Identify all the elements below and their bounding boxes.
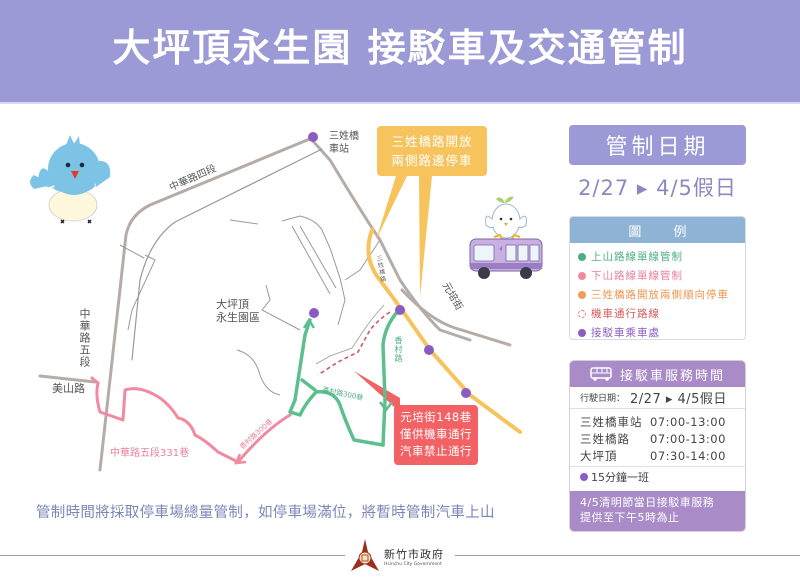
schedule-stop: 三姓橋路: [580, 431, 630, 446]
schedule-row: 三姓橋車站 07:00-13:00: [580, 413, 745, 430]
page-title: 大坪頂永生園 接駁車及交通管制: [112, 25, 688, 70]
callout-line-2: 僅供機車通行: [400, 427, 472, 441]
control-period-dates: 2/27 ▸ 4/5假日: [578, 176, 737, 200]
frequency-text: 15分鐘一班: [591, 471, 649, 484]
parking-notice: 管制時間將採取停車場總量管制，如停車場滿位，將暫時管制汽車上山: [36, 505, 495, 521]
legend-item-uphill: 上山路線單線管制: [570, 247, 745, 266]
schedule-table: 三姓橋車站 07:00-13:00 三姓橋路 07:00-13:00 大坪頂 0…: [570, 409, 745, 467]
legend-panel: 圖 例 上山路線單線管制 下山路線單線管制 三姓橋路開放兩側順向停車 機車通行路…: [569, 216, 746, 340]
parking-route: [366, 228, 522, 434]
footer-logo: 新竹市政府 Hsinchu City Government: [350, 538, 450, 574]
shuttle-service-header: 接駁車服務時間: [570, 361, 745, 387]
legend-label: 三姓橋路開放兩側順向停車: [591, 289, 729, 301]
motorcycle-only-callout: 元培街148巷 僅供機車通行 汽車禁止通行: [394, 405, 478, 465]
schedule-row: 大坪頂 07:30-14:00: [580, 447, 745, 464]
schedule-time: 07:00-13:00: [650, 414, 726, 429]
bus-icon: [590, 367, 612, 381]
service-dates-row: 行駛日期： 2/27 ▸ 4/5假日: [570, 387, 745, 409]
footer-org-name: 新竹市政府: [384, 547, 444, 561]
mascot-bus-icon: [469, 196, 543, 279]
uphill-route: [288, 308, 401, 447]
purple-dot-icon: [580, 473, 588, 481]
legend-item-parking: 三姓橋路開放兩側順向停車: [570, 285, 745, 304]
service-note-line-1: 4/5清明節當日接駁車服務: [580, 496, 715, 509]
callout-line-1: 元培街148巷: [400, 410, 472, 424]
label-dapingding-area: 大坪頂 永生園區: [216, 298, 260, 324]
motorcycle-route: [317, 311, 391, 376]
city-emblem-icon: [351, 539, 379, 571]
label-xiangcun: 香村路: [394, 336, 403, 363]
label-zhonghua-5: 中華路五段: [78, 308, 91, 368]
map-canvas: [38, 132, 522, 472]
label-sanxingqiao-station: 三姓橋 車站: [329, 131, 359, 155]
label-zhonghua-331: 中華路五段331巷: [110, 448, 190, 459]
legend-label: 下山路線單線管制: [591, 270, 683, 282]
schedule-time: 07:00-13:00: [650, 431, 726, 446]
service-dates-value: 2/27 ▸ 4/5假日: [630, 392, 727, 407]
frequency-row: 15分鐘一班: [570, 467, 745, 487]
service-note-line-2: 提供至下午5時為止: [580, 511, 680, 524]
footer-divider-right: [455, 555, 800, 556]
schedule-time: 07:30-14:00: [650, 448, 726, 463]
schedule-stop: 大坪頂: [580, 448, 618, 463]
service-dates-label: 行駛日期：: [580, 394, 626, 404]
schedule-stop: 三姓橋車站: [580, 414, 643, 429]
parking-callout-text: 三姓橋路開放 兩側路邊停車: [391, 134, 473, 168]
legend-label: 上山路線單線管制: [591, 251, 683, 263]
orange-dot-icon: [578, 290, 586, 299]
pink-dot-icon: [578, 271, 586, 280]
service-note: 4/5清明節當日接駁車服務 提供至下午5時為止: [570, 491, 745, 531]
header-banner: 大坪頂永生園 接駁車及交通管制: [0, 0, 800, 102]
schedule-row: 三姓橋路 07:00-13:00: [580, 430, 745, 447]
control-period-title: 管制日期: [569, 125, 746, 165]
purple-dot-icon: [578, 328, 586, 337]
legend-label: 接駁車乘車處: [591, 327, 660, 339]
label-meishan: 美山路: [52, 382, 85, 395]
legend-item-downhill: 下山路線單線管制: [570, 266, 745, 285]
legend-title: 圖 例: [570, 217, 745, 243]
green-dot-icon: [578, 252, 586, 261]
legend-item-motorcycle: 機車通行路線: [570, 304, 745, 323]
shuttle-service-title: 接駁車服務時間: [619, 368, 725, 384]
legend-item-shuttle-stop: 接駁車乘車處: [570, 323, 745, 339]
shuttle-service-panel: 接駁車服務時間 行駛日期： 2/27 ▸ 4/5假日 三姓橋車站 07:00-1…: [569, 360, 746, 532]
callout-line-3: 汽車禁止通行: [400, 444, 472, 458]
bird-mascot-icon: [30, 135, 111, 224]
footer-org-name-en: Hsinchu City Government: [384, 561, 442, 567]
header-divider: [0, 102, 800, 104]
parking-callout: 三姓橋路開放 兩側路邊停車: [377, 126, 487, 176]
legend-label: 機車通行路線: [591, 308, 660, 320]
shuttle-stops: [308, 132, 471, 398]
footer-divider-left: [0, 555, 345, 556]
dashed-circle-icon: [578, 309, 586, 318]
